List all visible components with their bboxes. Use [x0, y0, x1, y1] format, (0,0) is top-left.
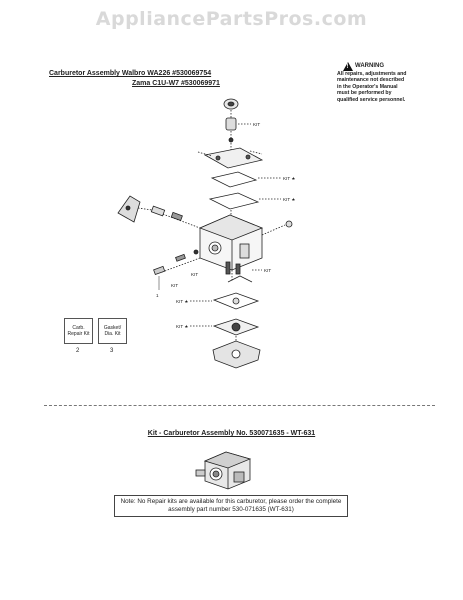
callout-kit-metering-diaphragm: KIT ★ — [176, 324, 189, 329]
note-box: Note: No Repair kits are available for t… — [114, 495, 348, 517]
pump-diaphragm-part — [210, 171, 258, 188]
callout-kit-gasket: KIT ★ — [283, 197, 296, 202]
legend-box-carb-repair-kit: Carb. Repair Kit — [64, 318, 93, 344]
section-divider — [44, 405, 435, 406]
diagram-subtitle: Zama C1U-W7 #530069971 — [132, 80, 220, 87]
warning-heading-text: WARNING — [355, 63, 384, 70]
legend-label-carb-repair-kit: Carb. Repair Kit — [67, 325, 90, 337]
idle-screw-part — [153, 265, 166, 276]
callout-kit-diaphragm: KIT ★ — [283, 176, 296, 181]
watermark: AppliancePartsPros.com — [95, 8, 368, 30]
legend-box-gasket-dia-kit: Gasket/ Dia. Kit — [98, 318, 127, 344]
legend-label-gasket-dia-kit: Gasket/ Dia. Kit — [103, 325, 122, 337]
legend-number-2: 2 — [76, 348, 80, 354]
callout-kit-lever: KIT — [264, 268, 271, 273]
warning-notice: ! WARNING All repairs, adjustments and m… — [337, 62, 409, 103]
legend-number-3: 3 — [110, 348, 114, 354]
throttle-shaft-part — [150, 205, 166, 217]
callout-kit-screw: KIT — [191, 272, 198, 277]
warning-text: All repairs, adjustments and maintenance… — [337, 71, 407, 103]
needle-valve-part — [225, 117, 237, 131]
pump-cover-part — [203, 147, 264, 169]
diagram-title: Carburetor Assembly Walbro WA226 #530069… — [49, 70, 212, 77]
pump-gasket-part — [208, 192, 260, 210]
warning-icon: ! — [343, 62, 353, 71]
callout-kit-spring: KIT — [171, 283, 178, 288]
callout-part-1: 1 — [156, 293, 159, 298]
kit-carburetor-illustration — [195, 451, 252, 490]
note-text: Note: No Repair kits are available for t… — [120, 498, 342, 513]
callout-kit-needle: KIT — [253, 122, 260, 127]
callout-kit-metering-gasket: KIT ★ — [176, 299, 189, 304]
warning-heading: ! WARNING — [343, 62, 409, 71]
kit-section-title: Kit - Carburetor Assembly No. 530071635 … — [147, 430, 316, 437]
